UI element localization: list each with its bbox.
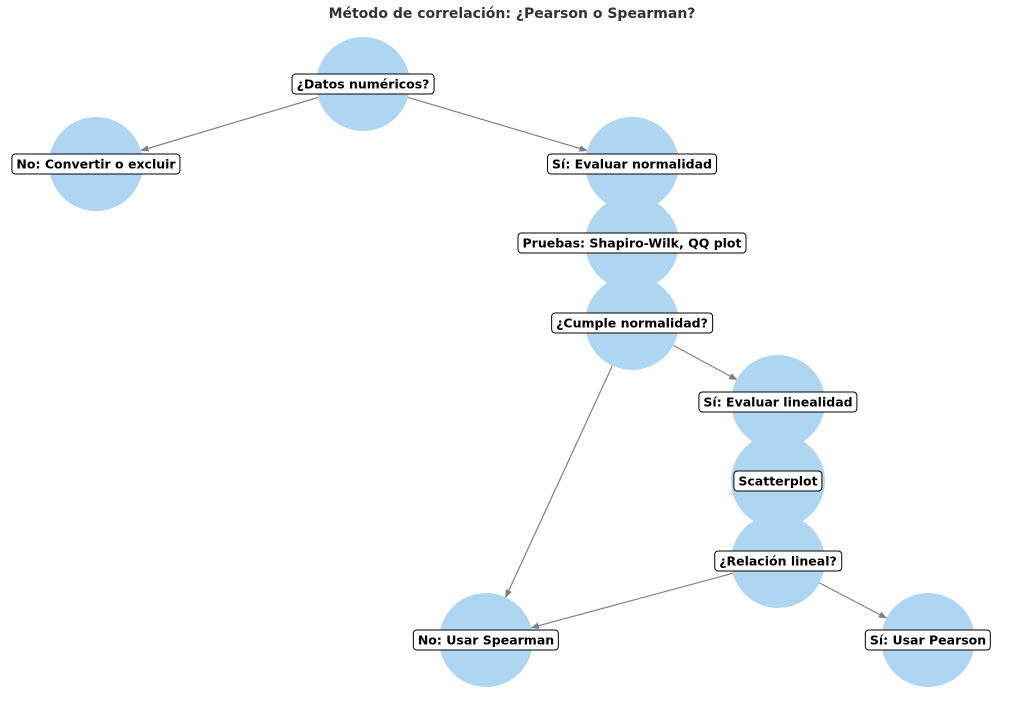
edge-relacion-to-pearson xyxy=(819,582,888,619)
diagram-title: Método de correlación: ¿Pearson o Spearm… xyxy=(328,6,696,22)
node-label-relacion: ¿Relación lineal? xyxy=(714,550,842,572)
node-label-linealidad: Sí: Evaluar linealidad xyxy=(698,391,858,413)
node-label-datos: ¿Datos numéricos? xyxy=(291,73,435,95)
edge-cumple-to-linealidad xyxy=(673,344,738,381)
node-label-scatter: Scatterplot xyxy=(733,470,823,492)
edge-datos-to-convertir xyxy=(140,96,319,152)
node-label-pruebas: Pruebas: Shapiro-Wilk, QQ plot xyxy=(517,232,747,254)
node-label-pearson: Sí: Usar Pearson xyxy=(864,629,992,651)
node-label-spearman: No: Usar Spearman xyxy=(412,629,560,651)
node-label-convertir: No: Convertir o excluir xyxy=(11,153,181,175)
edge-relacion-to-spearman xyxy=(530,572,733,629)
node-label-normalidad: Sí: Evaluar normalidad xyxy=(547,153,717,175)
edge-cumple-to-spearman xyxy=(505,365,613,599)
nodes-layer xyxy=(49,37,975,687)
edge-datos-to-normalidad xyxy=(407,96,588,152)
node-label-cumple: ¿Cumple normalidad? xyxy=(551,312,713,334)
edges-layer xyxy=(140,96,888,629)
